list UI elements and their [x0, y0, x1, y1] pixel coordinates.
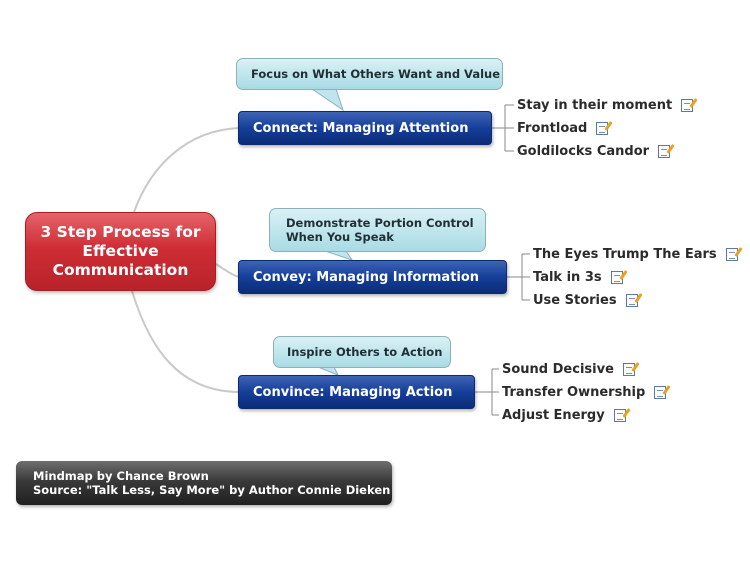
callout-convey-line-1: Demonstrate Portion Control — [286, 216, 474, 230]
leaf-label: Transfer Ownership — [502, 384, 646, 400]
leaf-goldilocks-candor[interactable]: Goldilocks Candor — [517, 141, 671, 161]
leaf-label: Goldilocks Candor — [517, 143, 650, 159]
note-pencil-icon[interactable] — [610, 270, 623, 284]
leaf-label: Use Stories — [533, 292, 617, 308]
callout-convey-line-2: When You Speak — [286, 230, 394, 244]
branch-connect[interactable]: Connect: Managing Attention — [238, 111, 492, 145]
branch-convey[interactable]: Convey: Managing Information — [238, 260, 507, 294]
leaf-the-eyes-trump-the-ears[interactable]: The Eyes Trump The Ears — [533, 244, 738, 264]
leaf-label: Adjust Energy — [502, 407, 605, 423]
bracket-convince — [475, 368, 499, 416]
callout-convey[interactable]: Demonstrate Portion Control When You Spe… — [269, 208, 486, 252]
callout-convince-text: Inspire Others to Action — [287, 345, 443, 359]
callout-convince[interactable]: Inspire Others to Action — [273, 336, 451, 368]
callout-tails — [311, 88, 354, 376]
branch-convince[interactable]: Convince: Managing Action — [238, 375, 475, 409]
note-pencil-icon[interactable] — [725, 247, 738, 261]
note-pencil-icon[interactable] — [654, 385, 667, 399]
note-pencil-icon[interactable] — [596, 121, 609, 135]
note-pencil-icon[interactable] — [613, 408, 626, 422]
bracket-convey — [507, 253, 530, 301]
callout-connect-text: Focus on What Others Want and Value — [251, 67, 501, 81]
central-topic-label: 3 Step Process for Effective Communicati… — [40, 223, 201, 279]
leaf-stay-in-their-moment[interactable]: Stay in their moment — [517, 95, 694, 115]
leaf-transfer-ownership[interactable]: Transfer Ownership — [502, 382, 667, 402]
leaf-sound-decisive[interactable]: Sound Decisive — [502, 359, 635, 379]
connector-central-convey — [215, 263, 241, 278]
leaf-adjust-energy[interactable]: Adjust Energy — [502, 405, 626, 425]
leaf-label: Sound Decisive — [502, 361, 614, 377]
bracket-connect — [492, 104, 514, 152]
footer-credit-box[interactable]: Mindmap by Chance Brown Source: "Talk Le… — [16, 461, 392, 505]
note-pencil-icon[interactable] — [622, 362, 635, 376]
leaf-label: Stay in their moment — [517, 97, 673, 113]
branch-convince-label: Convince: Managing Action — [253, 384, 453, 400]
note-pencil-icon[interactable] — [681, 98, 694, 112]
leaf-label: The Eyes Trump The Ears — [533, 246, 717, 262]
branch-convey-label: Convey: Managing Information — [253, 269, 480, 285]
leaf-label: Talk in 3s — [533, 269, 602, 285]
connector-central-connect — [133, 127, 241, 213]
callout-connect[interactable]: Focus on What Others Want and Value — [236, 58, 503, 90]
note-pencil-icon[interactable] — [658, 144, 671, 158]
footer-source: Source: "Talk Less, Say More" by Author … — [33, 483, 391, 497]
branch-connect-label: Connect: Managing Attention — [253, 120, 469, 136]
leaf-talk-in-3s[interactable]: Talk in 3s — [533, 267, 623, 287]
leaf-use-stories[interactable]: Use Stories — [533, 290, 638, 310]
leaf-label: Frontload — [517, 120, 588, 136]
note-pencil-icon[interactable] — [625, 293, 638, 307]
connector-central-convince — [131, 290, 241, 393]
leaf-frontload[interactable]: Frontload — [517, 118, 609, 138]
central-topic[interactable]: 3 Step Process for Effective Communicati… — [25, 212, 216, 291]
footer-author: Mindmap by Chance Brown — [33, 469, 209, 483]
